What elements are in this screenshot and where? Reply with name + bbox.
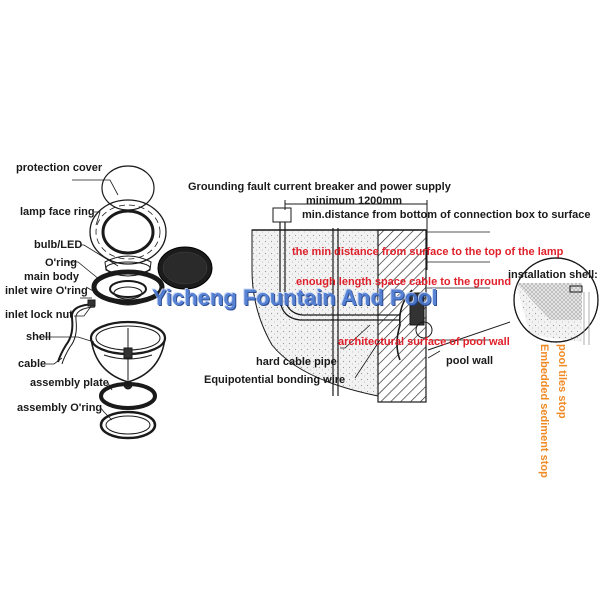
note-pool-tiles-stop: pool tiles stop (556, 344, 568, 419)
label-lamp-face-ring: lamp face ring (20, 206, 95, 218)
note-cable-to-ground: enough length space cable to the ground (296, 276, 512, 288)
installation-cross-section (251, 200, 599, 403)
label-cable: cable (18, 358, 47, 370)
note-embedded-sediment-stop: Embedded sediment stop (538, 344, 550, 478)
exploded-lamp-assembly (38, 165, 213, 440)
label-protection-cover: protection cover (16, 162, 103, 174)
label-bulb-led: bulb/LED (34, 239, 83, 251)
label-installation-shell: installation shell: (508, 269, 598, 281)
label-main-body: main body (24, 271, 80, 283)
note-architectural-surface: architectural surface of pool wall (338, 336, 510, 348)
label-minimum-1200mm: minimum 1200mm (306, 195, 402, 207)
label-assembly-o-ring: assembly O'ring (17, 402, 103, 414)
label-hard-cable-pipe: hard cable pipe (256, 356, 337, 368)
label-grounding-breaker: Grounding fault current breaker and powe… (188, 181, 451, 193)
label-o-ring: O'ring (45, 257, 77, 269)
label-connection-box-distance: min.distance from bottom of connection b… (302, 209, 591, 221)
watermark: Yicheng Fountain And Pool (152, 285, 438, 310)
label-shell: shell (26, 331, 52, 343)
label-inlet-wire-o-ring: inlet wire O'ring (5, 285, 88, 297)
label-equipotential-bonding-wire: Equipotential bonding wire (204, 374, 346, 386)
note-lamp-top-distance: the min distance from surface to the top… (292, 246, 564, 258)
label-assembly-plate: assembly plate (30, 377, 109, 389)
label-inlet-lock-nut: inlet lock nut (5, 309, 73, 321)
label-pool-wall: pool wall (446, 355, 494, 367)
